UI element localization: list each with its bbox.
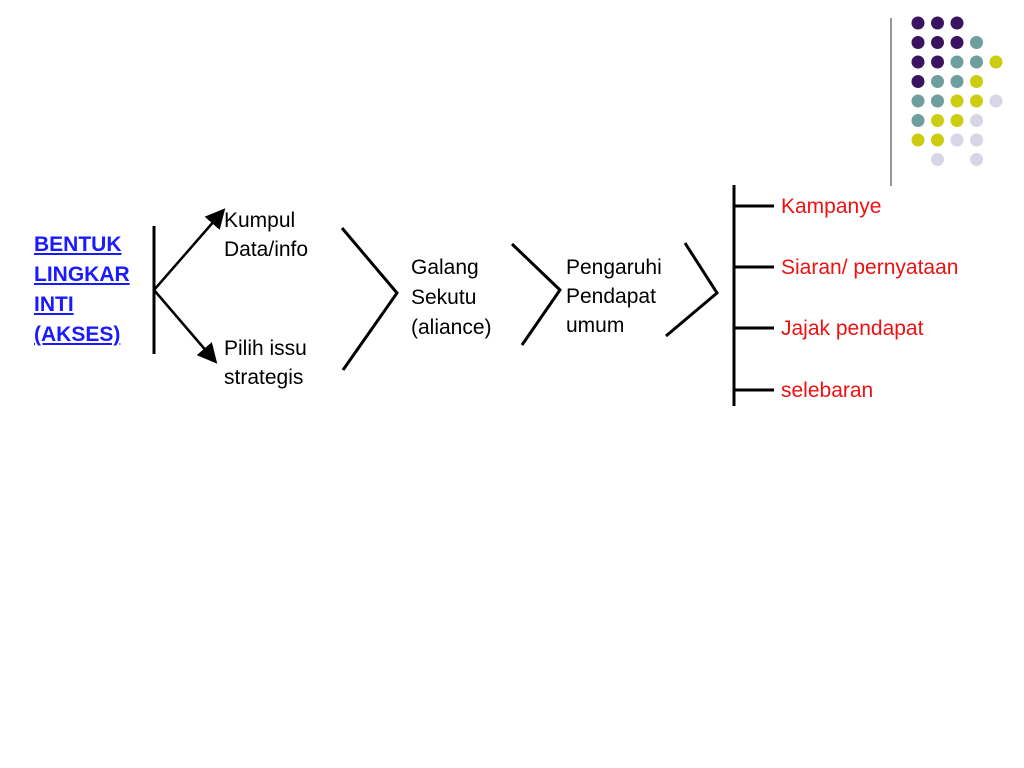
decorative-dot [931,16,944,30]
decorative-dot [931,36,944,49]
decorative-dot [931,75,944,88]
chevron-3 [665,242,719,338]
decorative-dot [970,36,983,49]
chevron-2 [510,242,562,346]
decorative-dot [970,153,983,166]
decorative-dot [970,55,983,69]
decorative-dot [970,75,983,88]
decorative-dot [970,133,983,147]
channel-label-4: selebaran [781,379,874,402]
decorative-dot [989,55,1003,69]
decorative-dot [950,94,964,108]
branch-bottom-label: Pilih issu strategis [224,337,307,389]
decorative-dot [911,94,925,108]
decorative-dot [989,94,1003,108]
decorative-dot [911,36,925,49]
decorative-dot-grid [911,16,1003,166]
step-2-label: Pengaruhi Pendapat umum [566,256,662,337]
decorative-dot [911,55,925,69]
channel-label-2: Siaran/ pernyataan [781,256,959,279]
decorative-dot [931,114,944,127]
diagram-title: BENTUK LINGKAR INTI (AKSES) [34,233,130,346]
decorative-dot [931,133,944,147]
decorative-dot [950,16,964,30]
decorative-dot [950,55,964,69]
decorative-dot [970,114,983,127]
decorative-dot [931,153,944,166]
decorative-dot [950,114,964,127]
decorative-dot [950,75,964,88]
decorative-dot [931,94,944,108]
decorative-dot [911,133,925,147]
step-1-label: Galang Sekutu (aliance) [411,256,492,339]
decorative-dot [931,55,944,69]
channel-label-1: Kampanye [781,195,882,218]
decorative-dot [911,114,925,127]
decorative-dot [911,16,925,30]
decorative-dot [911,75,925,88]
arrow-down [153,289,218,364]
arrow-up [153,208,226,291]
channel-label-3: Jajak pendapat [781,317,924,340]
chevron-1 [340,227,399,371]
branch-top-label: Kumpul Data/info [224,209,309,261]
decorative-dot [970,94,983,108]
decorative-dot [950,36,964,49]
decorative-dot [950,133,964,147]
